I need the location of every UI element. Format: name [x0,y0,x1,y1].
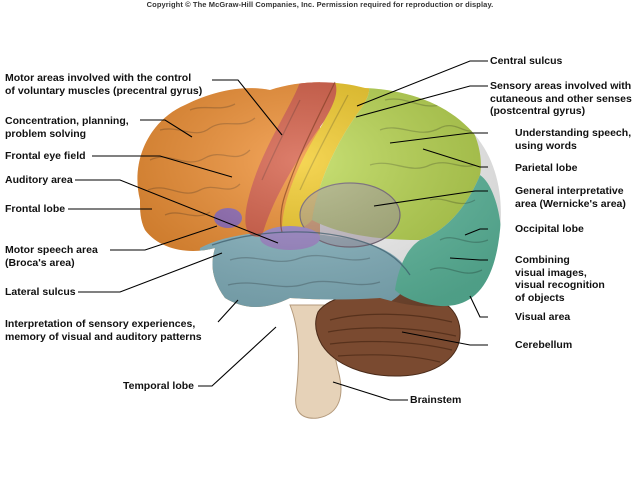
line-auditory-area [75,179,279,244]
label-sensory-areas-line1: Sensory areas involved with [490,80,632,92]
label-visual-area: Visual area [515,311,571,323]
label-auditory-area: Auditory area [5,174,73,186]
label-parietal-lobe: Parietal lobe [515,162,578,174]
line-visual-area [469,295,488,318]
label-brainstem: Brainstem [410,394,462,406]
line-sensory-areas [355,85,488,118]
label-general-interpretative: General interpretative area (Wernicke's … [515,185,626,210]
label-combining-line4: of objects [515,291,565,304]
leader-lines [68,60,488,401]
label-understanding-speech-line2: using words [515,139,577,152]
lateral-sulcus-line [211,231,411,276]
label-lateral-sulcus: Lateral sulcus [5,286,76,298]
line-concentration [140,119,193,138]
label-general-interpretative-line1: General interpretative [515,185,624,197]
label-understanding-speech: Understanding speech, using words [515,127,631,152]
label-concentration-line1: Concentration, planning, [5,115,129,127]
label-interpretation-line1: Interpretation of sensory experiences, [5,318,196,330]
line-understanding-speech [389,132,488,144]
label-combining-line2: visual images, [515,266,587,279]
line-motor-areas [212,79,283,136]
line-cerebellum [401,331,488,346]
line-parietal-lobe [422,148,488,168]
line-brainstem [332,381,408,401]
label-motor-speech: Motor speech area (Broca's area) [5,244,98,269]
label-motor-speech-line1: Motor speech area [5,244,98,256]
line-motor-speech [110,225,218,251]
label-interpretation-line2: memory of visual and auditory patterns [5,330,202,343]
label-concentration: Concentration, planning, problem solving [5,115,129,140]
label-sensory-areas-line2: cutaneous and other senses [490,92,632,105]
label-sensory-areas-line3: (postcentral gyrus) [490,105,586,117]
label-motor-areas: Motor areas involved with the control of… [5,72,202,97]
label-cerebellum: Cerebellum [515,339,573,351]
label-temporal-lobe: Temporal lobe [123,380,194,392]
central-sulcus-line [280,81,336,233]
line-frontal-eye-field [92,155,233,178]
line-wernicke [373,190,488,207]
label-combining-line3: visual recognition [515,279,605,291]
copyright-notice: Copyright © The McGraw-Hill Companies, I… [146,0,494,9]
label-combining-line1: Combining [515,254,570,266]
label-occipital-lobe: Occipital lobe [515,223,584,235]
label-motor-areas-line1: Motor areas involved with the control [5,72,192,84]
label-frontal-eye-field: Frontal eye field [5,150,86,162]
line-temporal-lobe [198,326,277,387]
label-motor-speech-line2: (Broca's area) [5,256,75,269]
label-understanding-speech-line1: Understanding speech, [515,127,632,139]
label-central-sulcus: Central sulcus [490,55,563,67]
cerebellum-folia [327,313,457,363]
line-central-sulcus [356,60,488,107]
label-sensory-areas: Sensory areas involved with cutaneous an… [490,80,632,118]
label-concentration-line2: problem solving [5,127,87,140]
line-occipital-lobe [464,228,488,236]
line-interpretation [217,299,239,323]
line-lateral-sulcus [78,252,223,293]
label-interpretation: Interpretation of sensory experiences, m… [5,318,202,343]
label-frontal-lobe: Frontal lobe [5,203,66,215]
label-combining: Combining visual images, visual recognit… [515,254,605,304]
label-motor-areas-line2: of voluntary muscles (precentral gyrus) [5,84,203,97]
label-general-interpretative-line2: area (Wernicke's area) [515,197,626,210]
line-combining [449,257,488,261]
